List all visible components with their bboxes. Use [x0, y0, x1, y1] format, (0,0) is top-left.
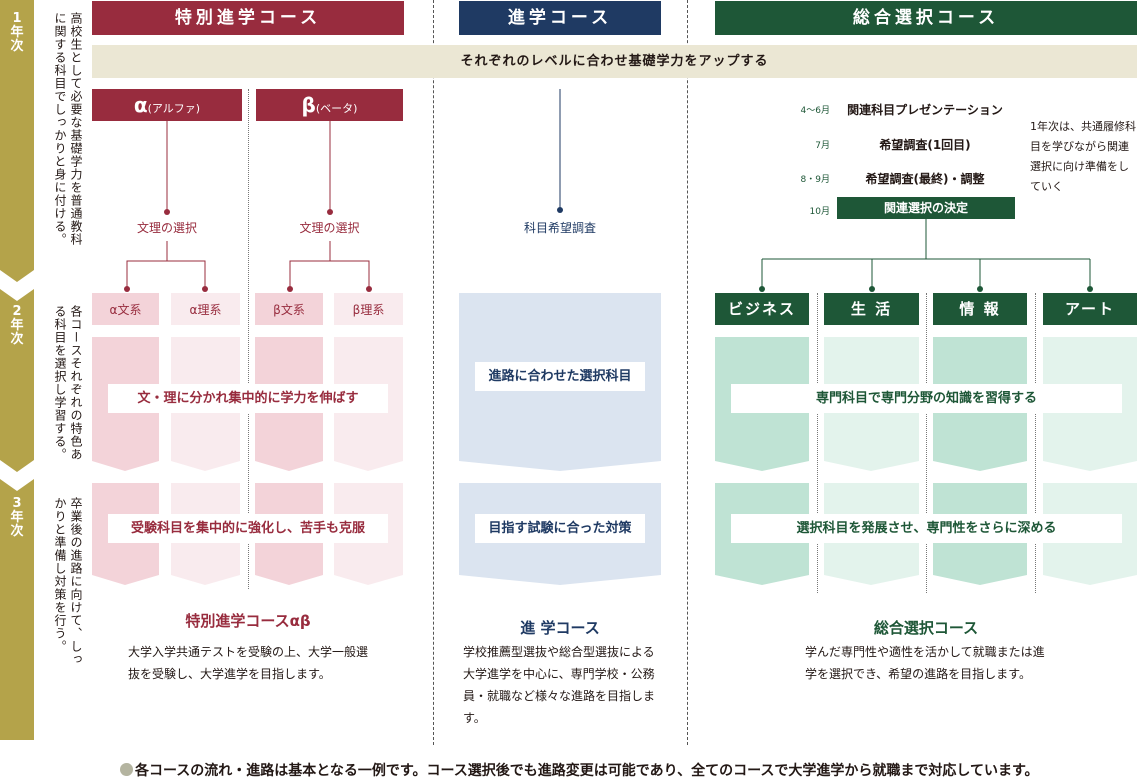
timeline-month-2: 7月 — [815, 141, 830, 151]
alpha-sub: (アルファ) — [147, 102, 201, 115]
tokubetsu-split-line — [248, 89, 249, 589]
sogo-connectors — [759, 219, 1093, 292]
tokubetsu-connectors — [124, 121, 372, 292]
sogo-split-1 — [817, 293, 818, 593]
footnote-bullet-icon — [120, 763, 133, 776]
year-desc-3: 卒業後の進路に向けて、しっかりと準備し対策を行う。 — [53, 497, 83, 666]
tokubetsu-y3-box: 受験科目を集中的に強化し、苦手も克服 — [108, 514, 388, 543]
alpha-select-label: 文理の選択 — [92, 219, 242, 236]
timeline-event-2: 希望調査(1回目) — [879, 138, 971, 152]
footnote-text: 各コースの流れ・進路は基本となる一例です。コース選択後でも進路変更は可能であり、… — [135, 763, 1039, 779]
header-tokubetsu: 特別進学コース — [92, 1, 404, 35]
timeline-event-3: 希望調査(最終)・調整 — [865, 172, 985, 186]
year-desc-2: 各コースそれぞれの特色ある科目を選択し学習する。 — [53, 305, 83, 461]
sogo-title: 総合選択コース — [873, 619, 979, 637]
shingaku-desc: 学校推薦型選抜や総合型選抜による大学進学を中心に、専門学校・公務員・就職など様々… — [463, 645, 656, 725]
tokubetsu-columns — [92, 293, 403, 585]
timeline-event-1: 関連科目プレゼンテーション — [847, 103, 1003, 117]
tokubetsu-title: 特別進学コースαβ — [185, 612, 311, 630]
divider-1 — [433, 0, 434, 745]
tokubetsu-y2-box: 文・理に分かれ集中的に学力を伸ばす — [108, 384, 388, 413]
shingaku-y3-box: 目指す試験に合った対策 — [475, 514, 645, 543]
sogo-desc: 学んだ専門性や適性を活かして就職または進学を選択でき、希望の進路を目指します。 — [805, 645, 1045, 681]
common-banner: それぞれのレベルに合わせ基礎学力をアップする — [92, 45, 1137, 78]
beta-box: β(ベータ) — [256, 89, 403, 121]
sogo-columns — [715, 337, 1137, 585]
beta-sub: (ベータ) — [315, 102, 358, 115]
year-label-2: 2 年 次 — [10, 304, 24, 347]
footnote: 各コースの流れ・進路は基本となる一例です。コース選択後でも進路変更は可能であり、… — [120, 760, 1137, 780]
shingaku-title: 進 学コース — [520, 619, 600, 637]
alpha-bun-label: α文系 — [109, 303, 142, 317]
beta-bun-label: β文系 — [273, 303, 305, 317]
header-sogo: 総合選択コース — [715, 1, 1137, 35]
branch-art: アート — [1043, 293, 1137, 325]
sogo-y3-box: 選択科目を発展させ、専門性をさらに深める — [731, 514, 1122, 543]
timeline-month-3: 8・9月 — [800, 175, 830, 185]
year-label-1: 1 年 次 — [10, 11, 24, 54]
alpha-symbol: α — [133, 93, 148, 117]
branch-joho: 情 報 — [933, 293, 1027, 325]
shingaku-columns — [459, 293, 661, 585]
shingaku-survey-label: 科目希望調査 — [523, 221, 596, 235]
branch-business: ビジネス — [715, 293, 809, 325]
header-shingaku: 進学コース — [459, 1, 661, 35]
shingaku-y2-box: 進路に合わせた選択科目 — [475, 362, 645, 391]
year-desc-1: 高校生として必要な基礎学力を普通教科に関する科目でしっかりと身に付ける。 — [53, 12, 83, 246]
shingaku-connector — [557, 89, 563, 213]
timeline-month-1: 4～6月 — [800, 106, 830, 116]
tokubetsu-desc: 大学入学共通テストを受験の上、大学一般選抜を受験し、大学進学を目指します。 — [128, 645, 369, 681]
sogo-note: 1年次は、共通履修科目を学びながら関連選択に向け準備をしていく — [1030, 120, 1136, 193]
timeline-event-4: 関連選択の決定 — [837, 197, 1015, 219]
alpha-box: α(アルファ) — [92, 89, 242, 121]
divider-2 — [687, 0, 688, 745]
sogo-split-3 — [1035, 293, 1036, 593]
sogo-split-2 — [926, 293, 927, 593]
sogo-y2-box: 専門科目で専門分野の知識を習得する — [731, 384, 1122, 413]
alpha-ri-label: α理系 — [189, 303, 222, 317]
beta-ri-label: β理系 — [352, 303, 385, 317]
branch-seikatsu: 生 活 — [824, 293, 919, 325]
timeline-month-4: 10月 — [809, 207, 830, 217]
beta-symbol: β — [301, 93, 316, 117]
year-label-3: 3 年 次 — [10, 496, 24, 539]
year-arrow-bar — [0, 0, 34, 740]
beta-select-label: 文理の選択 — [256, 219, 403, 236]
